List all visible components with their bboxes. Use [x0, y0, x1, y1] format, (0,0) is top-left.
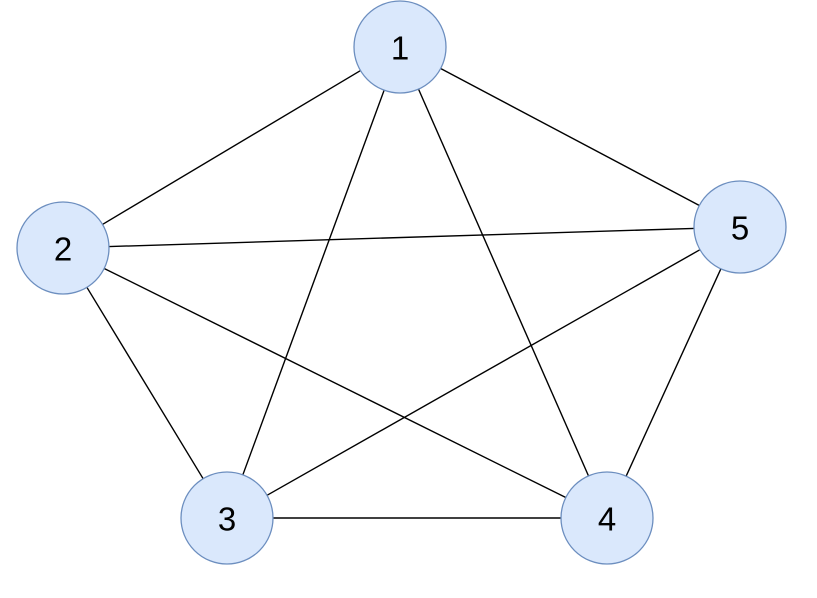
node-label: 2	[54, 231, 72, 268]
node-circle	[560, 471, 654, 565]
node-5: 5	[693, 180, 787, 274]
node-circle	[693, 180, 787, 274]
node-label: 4	[598, 501, 616, 538]
node-label: 3	[218, 501, 236, 538]
edge-1-5	[440, 67, 700, 207]
node-2: 2	[16, 201, 110, 295]
node-4: 4	[560, 471, 654, 565]
edge-2-3	[86, 286, 204, 480]
edge-1-3	[242, 89, 385, 476]
node-1: 1	[353, 0, 447, 94]
edge-2-4	[103, 267, 567, 499]
edge-1-2	[102, 69, 361, 226]
node-label: 1	[391, 30, 409, 67]
nodes-layer: 1 2 3 4 5	[16, 0, 787, 565]
edge-3-5	[266, 249, 701, 496]
edge-2-5	[108, 227, 695, 248]
node-label: 5	[731, 210, 749, 247]
edge-1-4	[417, 88, 590, 477]
edge-4-5	[625, 268, 722, 477]
node-circle	[16, 201, 110, 295]
node-circle	[180, 471, 274, 565]
edges-layer	[86, 67, 722, 519]
node-3: 3	[180, 471, 274, 565]
node-circle	[353, 0, 447, 94]
